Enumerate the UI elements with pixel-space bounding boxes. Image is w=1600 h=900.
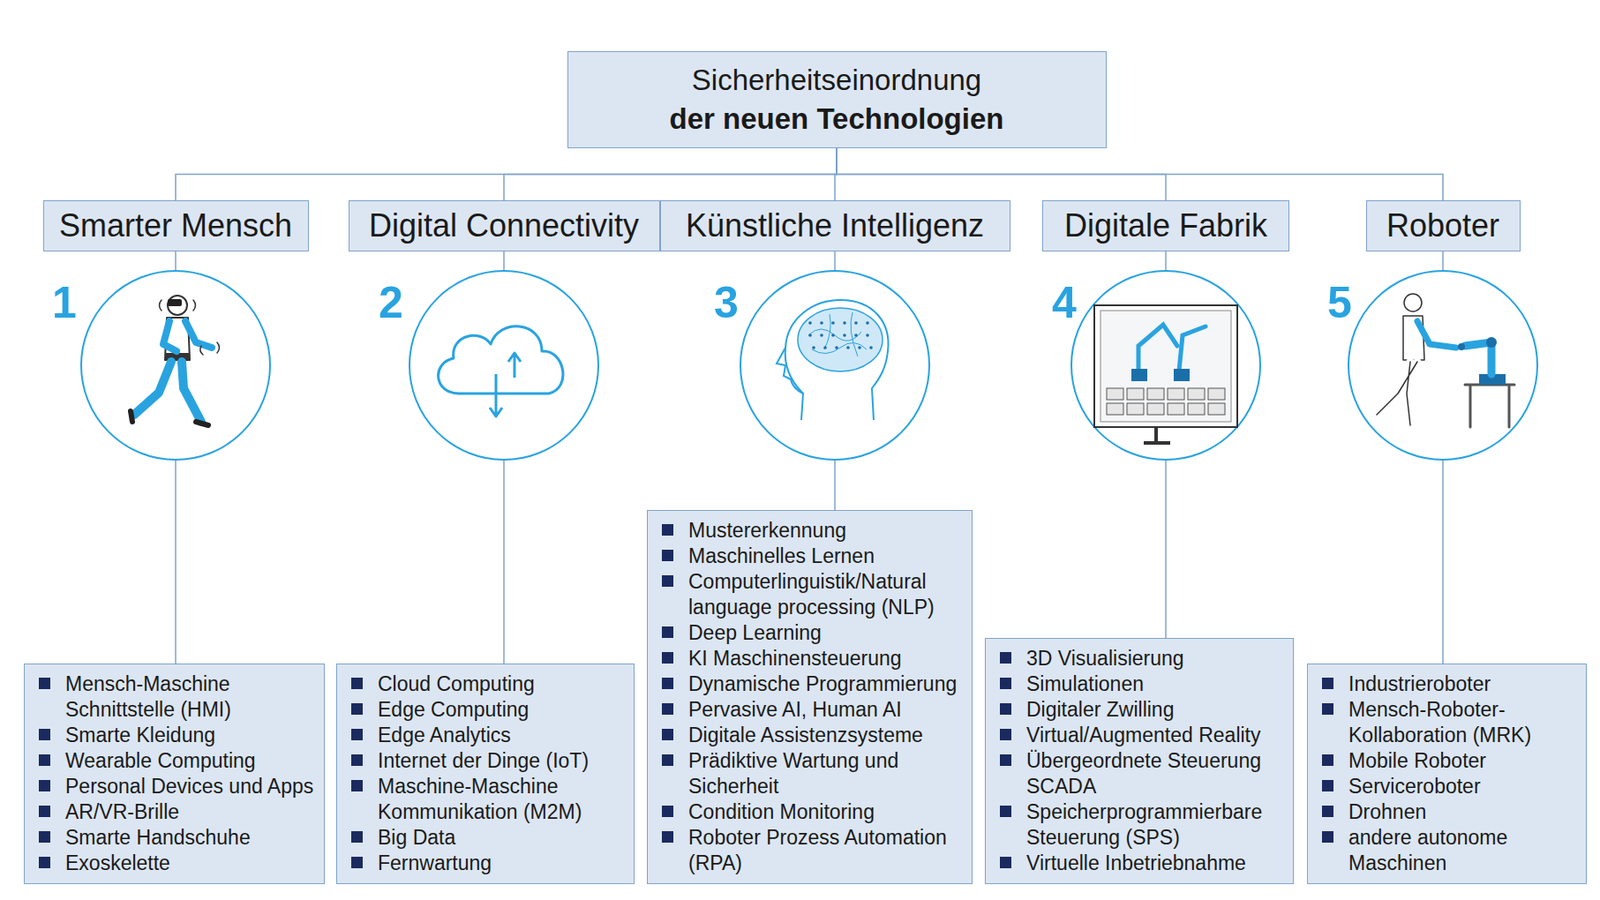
technology-list: MustererkennungMaschinelles LernenComput… — [646, 510, 973, 885]
list-item: Edge Computing — [351, 697, 625, 723]
list-item: Condition Monitoring — [661, 799, 963, 826]
category-header: Digital Connectivity — [348, 200, 661, 252]
list-item: Prädiktive Wartung und Sicherheit — [661, 748, 963, 800]
icon-circle — [1071, 270, 1261, 460]
list-item: Übergeordnete Steuerung SCADA — [999, 748, 1285, 800]
list-item: Dynamische Programmierung — [661, 671, 963, 698]
list-item: Computerlinguistik/Natural language proc… — [661, 569, 963, 621]
list-item: Speicherprogrammierbare Steuerung (SPS) — [999, 799, 1285, 851]
list-item: Roboter Prozess Automation (RPA) — [661, 825, 963, 877]
category-header: Künstliche Intelligenz — [660, 200, 1011, 252]
list-item: Exoskelette — [38, 850, 316, 877]
smart-human-figure — [130, 295, 220, 426]
list-item: Mobile Roboter — [1322, 748, 1578, 774]
list-item: Cloud Computing — [351, 671, 625, 698]
callout-number: 3 — [713, 277, 739, 328]
technology-list: Mensch-Maschine Schnittstelle (HMI)Smart… — [23, 663, 325, 885]
title-text: der neuen Technologien — [585, 99, 1089, 139]
connector-line — [836, 148, 1443, 201]
category-header: Smarter Mensch — [43, 200, 309, 252]
list-item: andere autonome Maschinen — [1322, 825, 1578, 877]
header-text: Smarter Mensch — [56, 206, 296, 246]
human-robot-icon — [1376, 293, 1515, 428]
category-header: Roboter — [1366, 200, 1521, 252]
list-item: Smarte Handschuhe — [38, 825, 316, 851]
list-item: Digitaler Zwilling — [999, 697, 1285, 723]
list-item: Maschinelles Lernen — [661, 543, 963, 570]
title-box: Sicherheitseinordnungder neuen Technolog… — [567, 51, 1107, 149]
list-item: Digitale Assistenzsysteme — [661, 722, 963, 749]
title-text: Sicherheitseinordnung — [585, 60, 1089, 100]
list-item: Fernwartung — [351, 850, 625, 877]
header-text: Digitale Fabrik — [1055, 206, 1277, 246]
technology-list: IndustrieroboterMensch-Roboter-Kollabora… — [1307, 663, 1587, 885]
list-item: Virtual/Augmented Reality — [999, 722, 1285, 749]
list-item: Smarte Kleidung — [38, 722, 316, 749]
digital-factory-icon — [1094, 305, 1238, 444]
list-item: Maschine-Maschine Kommunikation (M2M) — [351, 773, 625, 826]
icon-circle — [740, 270, 930, 460]
callout-number: 2 — [378, 277, 404, 328]
list-item: Edge Analytics — [351, 722, 625, 749]
list-item: Mensch-Maschine Schnittstelle (HMI) — [38, 671, 316, 723]
connector-line — [175, 148, 837, 201]
icon-circle — [1348, 270, 1538, 460]
list-item: Serviceroboter — [1322, 773, 1578, 800]
list-item: Wearable Computing — [38, 748, 316, 774]
technology-list: 3D VisualisierungSimulationenDigitaler Z… — [984, 638, 1294, 885]
list-item: Personal Devices und Apps — [38, 773, 316, 800]
list-item: Mustererkennung — [661, 518, 963, 544]
list-item: Big Data — [351, 825, 625, 851]
list-item: Deep Learning — [661, 620, 963, 647]
callout-number: 5 — [1327, 277, 1353, 328]
icon-circle — [409, 270, 599, 460]
callout-number: 1 — [52, 277, 77, 328]
header-text: Künstliche Intelligenz — [673, 206, 998, 246]
list-item: Pervasive AI, Human AI — [661, 697, 963, 723]
callout-number: 4 — [1051, 277, 1077, 328]
list-item: Drohnen — [1322, 799, 1578, 826]
list-item: KI Maschinensteuerung — [661, 646, 963, 672]
list-item: Internet der Dinge (IoT) — [351, 748, 625, 774]
header-text: Roboter — [1379, 206, 1508, 246]
category-header: Digitale Fabrik — [1042, 200, 1290, 252]
list-item: Simulationen — [999, 671, 1285, 698]
cloud-icon — [438, 326, 564, 417]
technology-list: Cloud ComputingEdge ComputingEdge Analyt… — [336, 663, 635, 885]
icon-circle — [81, 270, 271, 460]
ai-head-icon — [776, 300, 889, 421]
list-item: Mensch-Roboter-Kollaboration (MRK) — [1322, 697, 1578, 749]
header-text: Digital Connectivity — [361, 206, 647, 246]
list-item: 3D Visualisierung — [999, 646, 1285, 672]
connector-line — [503, 148, 837, 201]
list-item: AR/VR-Brille — [38, 799, 316, 826]
list-item: Virtuelle Inbetriebnahme — [999, 850, 1285, 877]
list-item: Industrieroboter — [1322, 671, 1578, 698]
